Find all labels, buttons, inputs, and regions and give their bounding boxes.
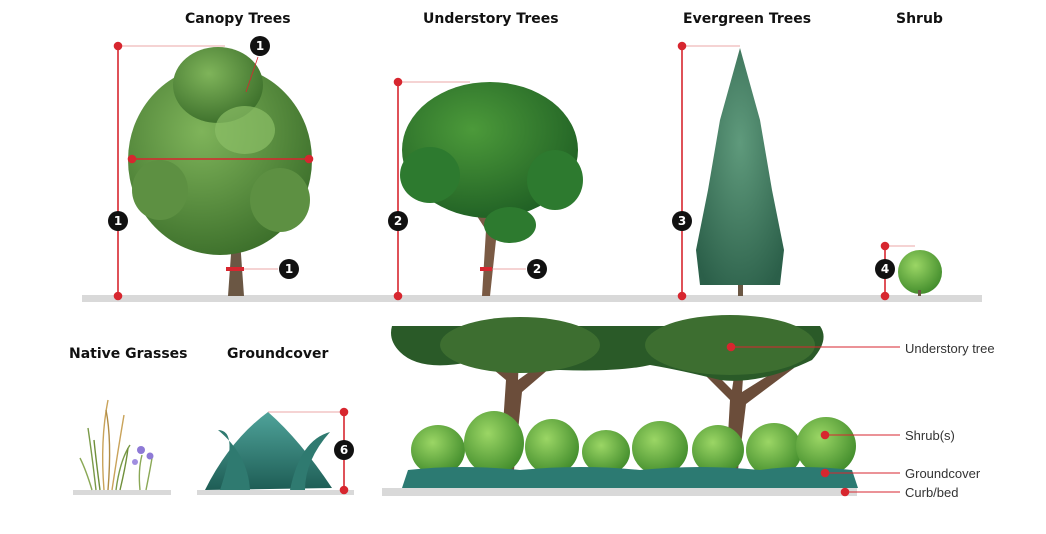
evergreen-height-badge: 3 [672,211,692,231]
understory-trunk-badge: 2 [527,259,547,279]
canopy-trees-label: Canopy Trees [185,11,291,27]
layered-planting-scene [391,315,858,488]
understory-trees-label: Understory Trees [423,11,559,27]
canopy-trunk-badge: 1 [279,259,299,279]
evergreen-tree [696,48,784,296]
dimension-lines [113,41,915,497]
shrub-height-badge: 4 [875,259,895,279]
groundcover-layer-label: Groundcover [905,466,981,481]
evergreen-trees-label: Evergreen Trees [683,11,812,27]
understory-height-badge: 2 [388,211,408,231]
understory-tree [400,82,583,296]
ground-strips [73,295,982,496]
canopy-height-badge: 1 [108,211,128,231]
curb-bed-layer-label: Curb/bed [905,485,959,500]
canopy-tree [128,47,312,296]
shrub [898,250,942,296]
shrub-label: Shrub [896,11,943,27]
canopy-top-badge: 1 [250,36,270,56]
groundcover-height-badge: 6 [334,440,354,460]
understory-tree-layer-label: Understory tree [905,341,995,356]
groundcover-plant [205,412,332,490]
shrubs-layer-label: Shrub(s) [905,428,955,443]
native-grasses-label: Native Grasses [69,346,188,362]
groundcover-label: Groundcover [227,346,329,362]
native-grasses [79,399,154,491]
